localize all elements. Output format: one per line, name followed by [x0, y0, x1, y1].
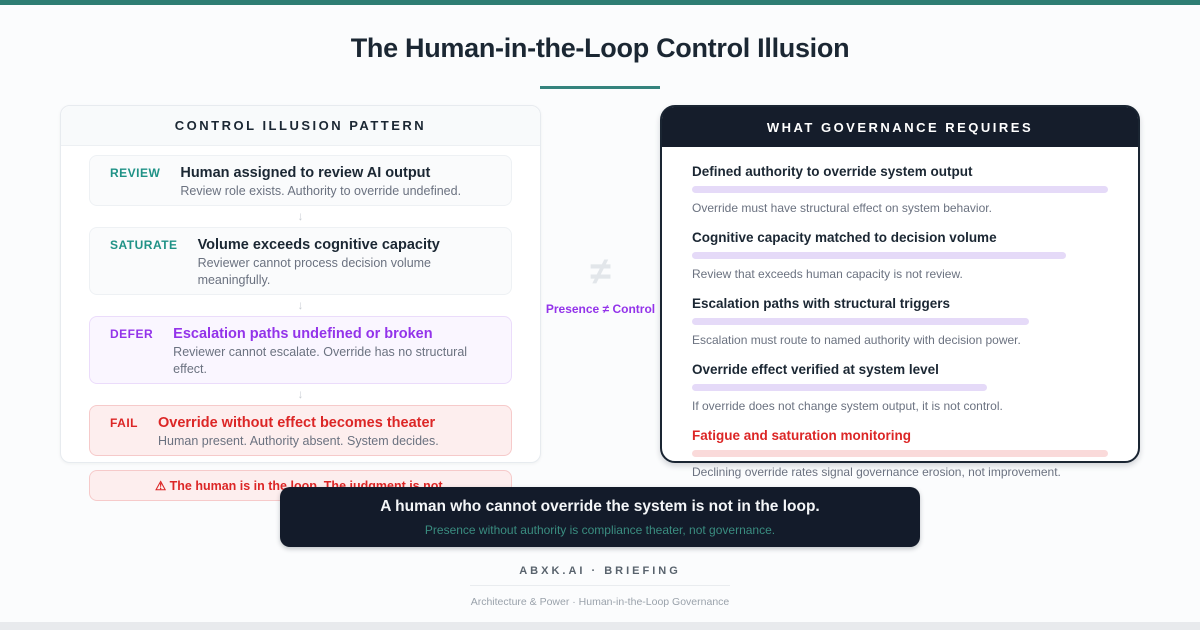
step-review-desc: Review role exists. Authority to overrid… [180, 184, 462, 198]
step-review-content: Human assigned to review AI output Revie… [180, 161, 461, 200]
step-review-label: REVIEW [110, 166, 161, 180]
not-equal-icon: ≠ [590, 251, 611, 293]
requirement-bar-track [692, 318, 1108, 325]
top-accent-bar [0, 0, 1200, 5]
step-saturate-label: SATURATE [110, 238, 178, 252]
footer-tagline: Architecture & Power · Human-in-the-Loop… [470, 596, 730, 608]
governance-panel-body: Defined authority to override system out… [662, 147, 1138, 480]
step-defer-title: Escalation paths undefined or broken [173, 326, 433, 342]
requirement-desc: Review that exceeds human capacity is no… [692, 267, 963, 281]
step-fail-content: Override without effect becomes theater … [158, 411, 439, 450]
requirement-bar [692, 252, 1067, 259]
requirement-bar-track [692, 186, 1108, 193]
presence-not-control-connector: ≠ Presence ≠ Control [541, 250, 660, 316]
requirement-desc: Escalation must route to named authority… [692, 333, 1021, 347]
step-defer: DEFER Escalation paths undefined or brok… [89, 316, 512, 384]
requirement-bar [692, 318, 1029, 325]
requirement-bar [692, 450, 1108, 457]
step-saturate-desc: Reviewer cannot process decision volume … [197, 256, 432, 287]
step-defer-content: Escalation paths undefined or broken Rev… [173, 322, 491, 378]
requirement-authority: Defined authority to override system out… [692, 163, 1108, 216]
bottom-band [0, 622, 1200, 630]
requirement-bar [692, 384, 988, 391]
down-arrow-icon: ↓ [297, 209, 304, 223]
requirement-bar-track [692, 384, 1108, 391]
step-review: REVIEW Human assigned to review AI outpu… [89, 155, 512, 206]
requirement-override-verified: Override effect verified at system level… [692, 361, 1108, 414]
page-title: The Human-in-the-Loop Control Illusion [350, 33, 850, 63]
step-defer-label: DEFER [110, 327, 154, 341]
governance-panel-title: WHAT GOVERNANCE REQUIRES [662, 107, 1138, 147]
requirement-capacity: Cognitive capacity matched to decision v… [692, 229, 1108, 282]
title-underline [540, 86, 660, 89]
control-illusion-panel-body: REVIEW Human assigned to review AI outpu… [61, 146, 540, 501]
requirement-escalation: Escalation paths with structural trigger… [692, 295, 1108, 348]
down-arrow-icon: ↓ [297, 298, 304, 312]
requirement-bar-track [692, 252, 1108, 259]
verdict-banner: A human who cannot override the system i… [280, 487, 920, 547]
step-review-title: Human assigned to review AI output [180, 165, 431, 181]
requirement-bar-track [692, 450, 1108, 457]
step-fail: FAIL Override without effect becomes the… [89, 405, 512, 456]
verdict-subtitle: Presence without authority is compliance… [424, 523, 776, 537]
verdict-title: A human who cannot override the system i… [380, 498, 820, 515]
requirement-title: Cognitive capacity matched to decision v… [692, 230, 997, 245]
requirement-title: Escalation paths with structural trigger… [692, 296, 951, 311]
footer-brand: ABXK.AI · BRIEFING [519, 565, 681, 577]
down-arrow-icon: ↓ [297, 387, 304, 401]
requirement-desc: Declining override rates signal governan… [692, 465, 1061, 479]
step-fail-title: Override without effect becomes theater [158, 415, 436, 431]
requirement-desc: Override must have structural effect on … [692, 201, 992, 215]
step-fail-label: FAIL [110, 416, 138, 430]
requirement-fatigue-monitoring: Fatigue and saturation monitoring Declin… [692, 427, 1108, 480]
step-defer-desc: Reviewer cannot escalate. Override has n… [173, 345, 468, 376]
step-saturate: SATURATE Volume exceeds cognitive capaci… [89, 227, 512, 295]
control-illusion-panel-title: CONTROL ILLUSION PATTERN [61, 106, 540, 146]
step-fail-desc: Human present. Authority absent. System … [158, 434, 439, 448]
requirement-title: Fatigue and saturation monitoring [692, 428, 911, 443]
connector-label: Presence ≠ Control [545, 302, 656, 316]
requirement-title: Override effect verified at system level [692, 362, 939, 377]
requirement-title: Defined authority to override system out… [692, 164, 973, 179]
governance-requirements-panel: WHAT GOVERNANCE REQUIRES Defined authori… [660, 105, 1140, 479]
step-saturate-title: Volume exceeds cognitive capacity [197, 237, 440, 253]
control-illusion-panel: CONTROL ILLUSION PATTERN REVIEW Human as… [60, 105, 541, 501]
requirement-desc: If override does not change system outpu… [692, 399, 1003, 413]
step-saturate-content: Volume exceeds cognitive capacity Review… [198, 233, 491, 289]
requirement-bar [692, 186, 1108, 193]
footer-divider [470, 585, 730, 586]
